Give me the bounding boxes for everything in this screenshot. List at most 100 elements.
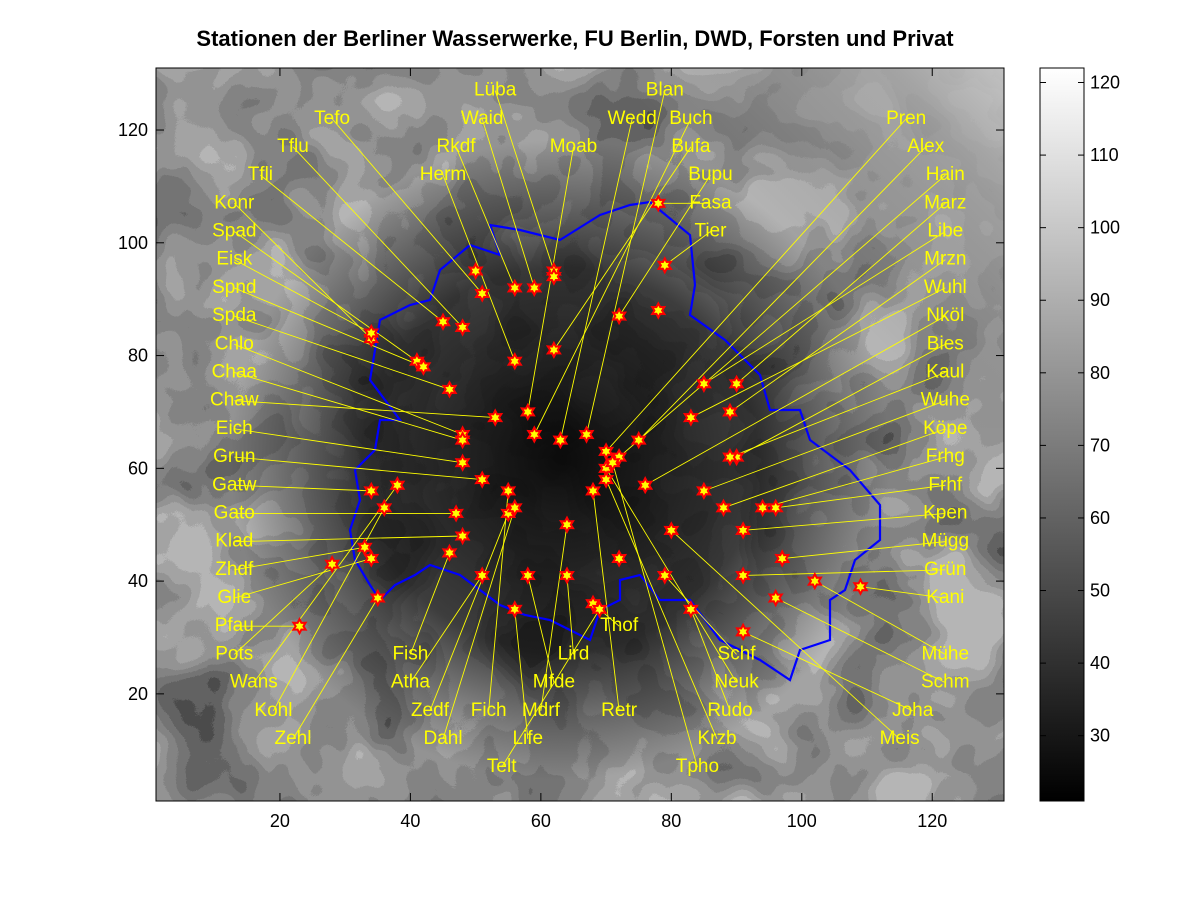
station-label: Thof bbox=[600, 615, 639, 636]
station-marker bbox=[474, 470, 491, 489]
colorbar-tick-label: 30 bbox=[1090, 726, 1110, 746]
station-label: Mdrf bbox=[522, 700, 561, 721]
station-markers bbox=[291, 194, 869, 641]
y-tick-label: 120 bbox=[118, 120, 148, 140]
station-marker bbox=[526, 425, 543, 444]
berlin-boundary bbox=[348, 200, 882, 682]
connector-line bbox=[736, 202, 946, 385]
colorbar-tick-label: 120 bbox=[1090, 73, 1120, 93]
station-label: Tpho bbox=[676, 756, 719, 777]
connector-line bbox=[690, 287, 946, 418]
axes-frame bbox=[155, 67, 1005, 802]
station-label: Blan bbox=[646, 80, 684, 101]
connector-line bbox=[234, 287, 424, 368]
connector-line bbox=[234, 400, 496, 419]
connector-line bbox=[645, 315, 946, 486]
connector-line bbox=[455, 146, 516, 289]
station-marker bbox=[728, 374, 745, 393]
station-label: Bupu bbox=[688, 164, 732, 185]
station-marker bbox=[735, 566, 751, 585]
station-label: Pren bbox=[886, 108, 926, 129]
connector-line bbox=[410, 575, 483, 683]
station-marker bbox=[578, 425, 595, 444]
station-marker bbox=[715, 498, 732, 517]
station-marker bbox=[506, 278, 523, 298]
station-label: Grün bbox=[924, 559, 966, 580]
station-marker bbox=[545, 267, 562, 286]
connector-line bbox=[331, 118, 483, 294]
station-label: Zhdf bbox=[215, 559, 254, 580]
station-marker bbox=[467, 261, 484, 281]
connector-line bbox=[618, 174, 946, 458]
station-label: Nköl bbox=[926, 305, 964, 326]
station-label: Eisk bbox=[216, 249, 252, 270]
connector-line bbox=[703, 400, 946, 492]
station-label: Schm bbox=[921, 672, 970, 693]
station-label: Mfde bbox=[533, 672, 575, 693]
station-marker bbox=[454, 430, 471, 450]
station-label: Klad bbox=[215, 531, 253, 552]
station-marker bbox=[682, 600, 699, 619]
station-marker bbox=[650, 194, 667, 213]
station-label: Grun bbox=[213, 446, 255, 467]
station-label: Chaw bbox=[210, 390, 259, 411]
station-label: Tflu bbox=[277, 136, 309, 157]
station-marker bbox=[585, 594, 601, 613]
station-label: Dahl bbox=[423, 728, 462, 749]
station-label: Herm bbox=[420, 164, 466, 185]
y-tick-label: 80 bbox=[128, 346, 148, 366]
station-label: Rudo bbox=[707, 700, 752, 721]
connector-line bbox=[234, 343, 463, 435]
chart-title: Stationen der Berliner Wasserwerke, FU B… bbox=[196, 26, 954, 51]
station-marker bbox=[650, 301, 667, 320]
colorbar bbox=[1039, 67, 1085, 802]
station-marker bbox=[767, 588, 784, 608]
station-marker bbox=[552, 430, 569, 450]
connector-line bbox=[690, 609, 731, 711]
connector-line bbox=[605, 479, 718, 740]
connector-line bbox=[533, 118, 692, 435]
station-label: Tfli bbox=[248, 164, 273, 185]
connector-line bbox=[559, 118, 633, 441]
connector-line bbox=[234, 259, 372, 334]
connector-line bbox=[703, 231, 946, 385]
connector-line bbox=[234, 315, 450, 390]
station-label: Kaul bbox=[926, 361, 964, 382]
station-marker bbox=[441, 543, 458, 563]
connector-line bbox=[743, 569, 946, 576]
station-marker bbox=[376, 498, 393, 517]
station-marker bbox=[604, 453, 621, 472]
station-label: Kohl bbox=[254, 700, 292, 721]
station-label: Schf bbox=[718, 643, 757, 664]
connector-line bbox=[234, 428, 463, 464]
station-marker bbox=[474, 566, 491, 585]
connector-line bbox=[762, 456, 946, 509]
station-marker bbox=[324, 555, 341, 574]
station-label: Bufa bbox=[671, 136, 711, 157]
terrain-layer bbox=[156, 68, 1004, 801]
station-label: Life bbox=[512, 728, 543, 749]
station-marker bbox=[852, 577, 869, 596]
station-marker bbox=[611, 549, 628, 568]
connector-line bbox=[442, 507, 516, 740]
colorbar-tick-label: 110 bbox=[1090, 145, 1119, 165]
station-marker bbox=[454, 318, 471, 337]
connector-line bbox=[736, 343, 946, 458]
station-label: Zedf bbox=[411, 700, 450, 721]
connector-line bbox=[638, 146, 927, 441]
y-tick-label: 60 bbox=[128, 458, 148, 478]
station-label: Wans bbox=[230, 672, 278, 693]
station-marker bbox=[441, 380, 458, 399]
station-label: Pfau bbox=[215, 615, 254, 636]
station-label: Waid bbox=[461, 108, 504, 129]
connector-line bbox=[292, 597, 379, 740]
connector-line bbox=[233, 203, 372, 339]
connector-line bbox=[234, 231, 418, 362]
station-marker bbox=[506, 498, 523, 517]
station-label: Glie bbox=[217, 587, 251, 608]
station-label: Atha bbox=[391, 672, 431, 693]
station-marker bbox=[291, 617, 308, 636]
station-marker bbox=[630, 430, 647, 450]
x-tick-label: 100 bbox=[787, 811, 817, 831]
colorbar-tick-label: 100 bbox=[1090, 218, 1120, 238]
